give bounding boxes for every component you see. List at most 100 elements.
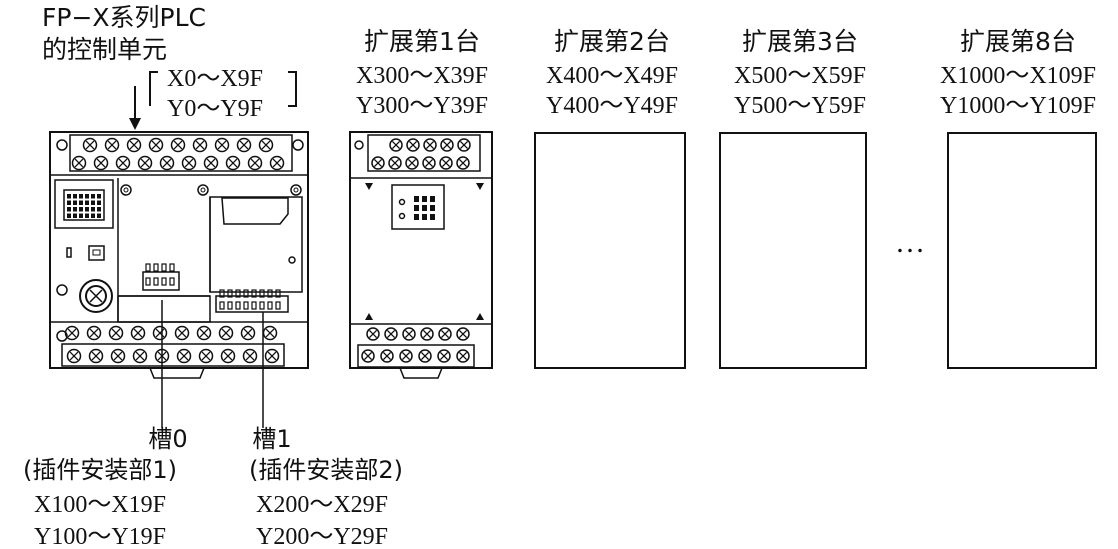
connector-pin — [235, 289, 241, 298]
connector-pin — [169, 277, 175, 286]
terminal-screw-slot — [382, 351, 392, 361]
connector-pin — [259, 289, 265, 298]
terminal-screw-slot — [201, 351, 211, 361]
range-bracket-right — [288, 71, 297, 107]
cover-screw-1-inner — [123, 187, 129, 193]
top-terminal-row-1 — [82, 137, 274, 153]
terminal-screw-slot — [441, 158, 451, 168]
led-segment — [430, 196, 435, 202]
expansion-1-top-rail — [367, 134, 481, 172]
terminal-screw — [437, 349, 451, 363]
terminal-screw-slot — [422, 329, 432, 339]
terminal-screw-slot — [177, 328, 187, 338]
terminal-screw-slot — [401, 351, 411, 361]
terminal-screw — [242, 348, 258, 364]
led-segment — [97, 207, 101, 212]
ellipsis: … — [895, 226, 925, 259]
led-segment — [430, 205, 435, 211]
expansion-8-box — [947, 132, 1097, 369]
terminal-screw — [196, 325, 212, 341]
led-segment — [67, 200, 71, 205]
terminal-screw-slot — [69, 351, 79, 361]
terminal-screw — [423, 138, 437, 152]
led-segment — [414, 196, 419, 202]
terminal-screw-slot — [425, 140, 435, 150]
terminal-screw — [132, 348, 148, 364]
terminal-screw-slot — [223, 351, 233, 361]
expansion-1-range-y: Y300～Y39F — [356, 93, 488, 119]
slot0-label: 槽0 (插件安装部1) X100～X19F Y100～Y19F — [23, 425, 188, 549]
cover-screw-2 — [197, 184, 209, 196]
mount-hole-bottom-left — [56, 330, 68, 342]
terminal-screw — [439, 156, 453, 170]
terminal-screw — [104, 137, 120, 153]
terminal-screw — [440, 138, 454, 152]
expansion-8-title: 扩展第8台 — [960, 27, 1076, 56]
terminal-screw — [456, 349, 470, 363]
control-unit-label: FP−X系列PLC 的控制单元 X0～X9F Y0～Y9F — [42, 3, 297, 130]
terminal-screw-slot — [217, 140, 227, 150]
terminal-screw-slot — [85, 140, 95, 150]
terminal-screw — [406, 138, 420, 152]
led-segment — [422, 196, 427, 202]
terminal-screw — [269, 155, 285, 171]
connector-pin — [267, 289, 273, 298]
terminal-screw-slot — [206, 158, 216, 168]
led-segment — [430, 214, 435, 220]
battery-cover-inner — [85, 285, 107, 307]
control-unit-arrow-head — [129, 118, 141, 130]
connector-pin — [267, 301, 273, 310]
cover-screw-3-inner — [293, 187, 299, 193]
terminal-screw-slot — [162, 158, 172, 168]
connector-pin — [145, 277, 151, 286]
expansion-1-label: 扩展第1台 X300～X39F Y300～Y39F — [356, 27, 488, 119]
range-bracket-left — [149, 71, 158, 106]
terminal-screw-slot — [239, 140, 249, 150]
terminal-screw — [71, 155, 87, 171]
terminal-screw-slot — [135, 351, 145, 361]
expansion-1-bottom-terminals-1 — [366, 327, 470, 341]
led-segment — [79, 200, 83, 205]
terminal-screw-slot — [173, 140, 183, 150]
terminal-screw-slot — [89, 328, 99, 338]
terminal-screw — [170, 137, 186, 153]
terminal-screw-slot — [458, 351, 468, 361]
terminal-screw — [152, 325, 168, 341]
terminal-screw — [126, 137, 142, 153]
terminal-screw — [438, 327, 452, 341]
battery-cover-ribs — [89, 289, 103, 303]
terminal-screw-slot — [442, 140, 452, 150]
led-segment — [73, 213, 77, 218]
cover-screw-2-inner — [200, 187, 206, 193]
expansion-1-top-terminals-1 — [389, 138, 471, 152]
expansion-1-mount-hole — [354, 140, 364, 150]
terminal-screw-slot — [386, 329, 396, 339]
expansion-3-unit: 扩展第3台 X500～X59F Y500～Y59F — [719, 27, 867, 369]
connector-pin — [161, 263, 167, 272]
terminal-screw — [388, 156, 402, 170]
terminal-screw-slot — [179, 351, 189, 361]
terminal-screw — [82, 137, 98, 153]
led-segment — [85, 207, 89, 212]
terminal-screw — [88, 348, 104, 364]
usb-port-inner — [92, 249, 101, 256]
terminal-screw-slot — [267, 351, 277, 361]
connector-pin — [153, 263, 159, 272]
terminal-screw — [247, 155, 263, 171]
battery-cover-outer — [79, 279, 113, 313]
connector-pin — [169, 263, 175, 272]
terminal-screw-slot — [373, 158, 383, 168]
expansion-8-range-x: X1000～X109F — [940, 63, 1096, 89]
terminal-screw-slot — [96, 158, 106, 168]
led-segment — [67, 207, 71, 212]
terminal-screw-slot — [265, 328, 275, 338]
terminal-screw-slot — [439, 351, 449, 361]
top-terminal-rail — [69, 134, 293, 172]
terminal-screw — [203, 155, 219, 171]
terminal-screw-slot — [458, 329, 468, 339]
terminal-screw-slot — [243, 328, 253, 338]
terminal-screw — [456, 327, 470, 341]
terminal-screw — [240, 325, 256, 341]
led-display — [63, 189, 105, 221]
terminal-screw-slot — [184, 158, 194, 168]
